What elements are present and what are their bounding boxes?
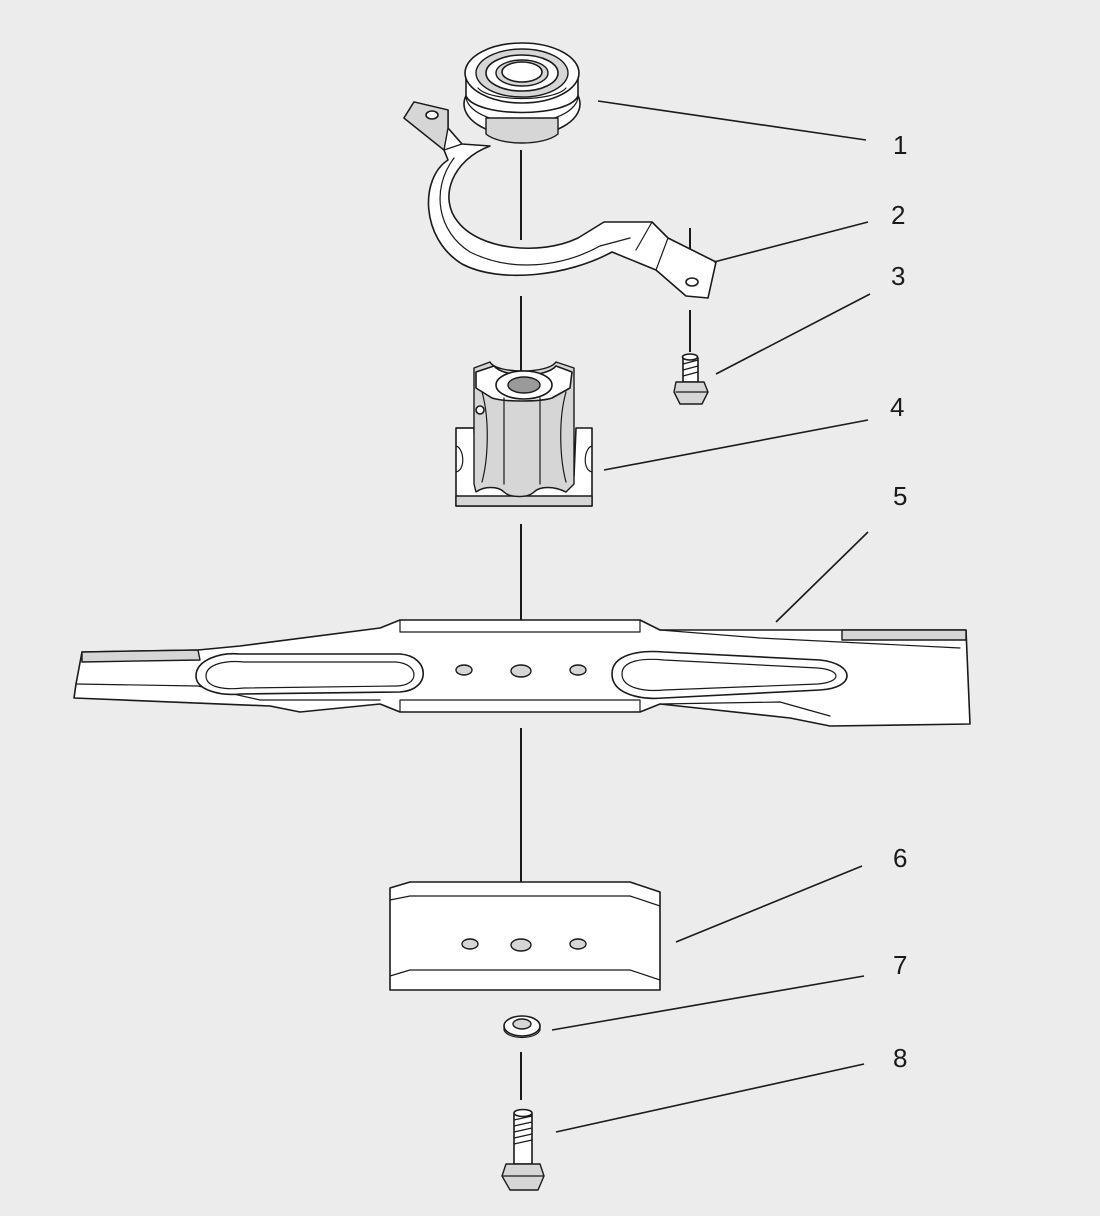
callout-8: 8 (893, 1043, 907, 1073)
leader-line-2 (713, 221, 869, 263)
callout-1: 1 (893, 130, 907, 160)
leader-line-6 (675, 865, 863, 943)
callout-5: 5 (893, 481, 907, 511)
part-washer (503, 1015, 541, 1039)
part-blade-bolt (501, 1108, 545, 1191)
part-blade-plate (389, 881, 661, 991)
callout-4: 4 (890, 392, 904, 422)
callout-labels: 1 2 3 4 5 6 7 8 (890, 130, 907, 1073)
leader-line-8 (555, 1063, 865, 1133)
leader-line-4 (603, 419, 869, 471)
part-mower-blade (73, 619, 971, 727)
callout-7: 7 (893, 950, 907, 980)
leader-line-1 (597, 100, 867, 141)
part-idler-arm (403, 101, 717, 299)
callout-3: 3 (891, 261, 905, 291)
leader-lines (551, 100, 871, 1133)
callout-2: 2 (891, 200, 905, 230)
callout-6: 6 (893, 843, 907, 873)
part-bolt-arm (673, 353, 709, 405)
leader-line-3 (715, 293, 871, 375)
leader-line-5 (775, 531, 869, 623)
part-idler-pulley (463, 42, 581, 144)
leader-line-7 (551, 975, 865, 1031)
part-blade-adapter (455, 361, 593, 507)
